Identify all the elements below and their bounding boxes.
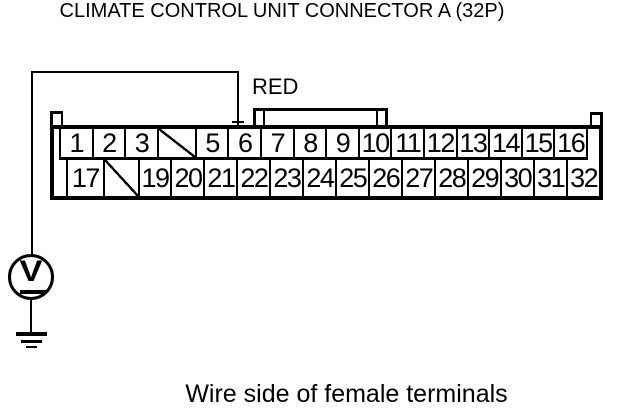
blocked-pin-4-cell: [156, 129, 195, 157]
pin-1-cell: 1: [59, 129, 92, 157]
pin-12-cell: 12: [423, 129, 456, 157]
pin-27-cell: 27: [401, 160, 435, 196]
pin-row-top: 1 2 3 5 6 7 8 9 10 11 12 13 14 15 16: [59, 129, 588, 160]
pin-5-cell: 5: [194, 129, 228, 157]
wire-vertical-left: [31, 71, 33, 254]
wire-end-tick: [232, 121, 244, 123]
ground-icon: [16, 332, 47, 336]
pin-19-cell: 19: [137, 160, 171, 196]
pin-31-cell: 31: [533, 160, 567, 196]
pin-23-cell: 23: [269, 160, 303, 196]
pin-row-bottom: 17 19 20 21 22 23 24 25 26 27 28 29 30 3…: [66, 160, 600, 196]
pin-17-cell: 17: [66, 160, 103, 196]
connector-latch-icon: [253, 108, 388, 127]
voltmeter-underline: [20, 290, 47, 294]
pin-29-cell: 29: [467, 160, 501, 196]
connector-corner-tab-right-icon: [590, 112, 603, 128]
ground-lead-line: [30, 299, 32, 332]
pin-7-cell: 7: [260, 129, 293, 157]
wire-color-label: RED: [252, 74, 299, 99]
ground-bar-2: [21, 340, 42, 343]
pin-20-cell: 20: [170, 160, 204, 196]
latch-tab-line-right: [376, 111, 378, 127]
ground-bar-3: [26, 346, 37, 348]
pin-6-cell: 6: [227, 129, 261, 157]
pin-11-cell: 11: [390, 129, 424, 157]
pin-21-cell: 21: [203, 160, 237, 196]
pin-15-cell: 15: [520, 129, 554, 157]
wire-side-caption: Wire side of female terminals: [185, 380, 508, 408]
voltmeter-icon: V: [8, 254, 54, 300]
wire-vertical-right: [237, 71, 239, 128]
pin-2-cell: 2: [91, 129, 125, 157]
blocked-pin-18-cell: [102, 160, 138, 196]
pin-16-cell: 16: [553, 129, 588, 157]
pin-14-cell: 14: [488, 129, 521, 157]
connector-corner-tab-left-icon: [50, 111, 63, 128]
voltmeter-label: V: [19, 255, 43, 288]
pin-9-cell: 9: [325, 129, 358, 157]
connector-a-32p: 1 2 3 5 6 7 8 9 10 11 12 13 14 15 16 17 …: [50, 108, 603, 200]
pin-8-cell: 8: [292, 129, 326, 157]
pin-3-cell: 3: [124, 129, 157, 157]
pin-32-cell: 32: [566, 160, 600, 196]
pin-26-cell: 26: [368, 160, 402, 196]
pin-30-cell: 30: [500, 160, 534, 196]
pin-10-cell: 10: [357, 129, 391, 157]
diagram-title: CLIMATE CONTROL UNIT CONNECTOR A (32P): [59, 0, 505, 22]
connector-body: 1 2 3 5 6 7 8 9 10 11 12 13 14 15 16 17 …: [50, 125, 603, 200]
pin-25-cell: 25: [335, 160, 369, 196]
pin-24-cell: 24: [302, 160, 336, 196]
pin-22-cell: 22: [236, 160, 270, 196]
latch-tab-line-left: [263, 111, 265, 127]
pin-28-cell: 28: [434, 160, 468, 196]
wire-horizontal-top: [31, 71, 239, 73]
pin-13-cell: 13: [455, 129, 489, 157]
